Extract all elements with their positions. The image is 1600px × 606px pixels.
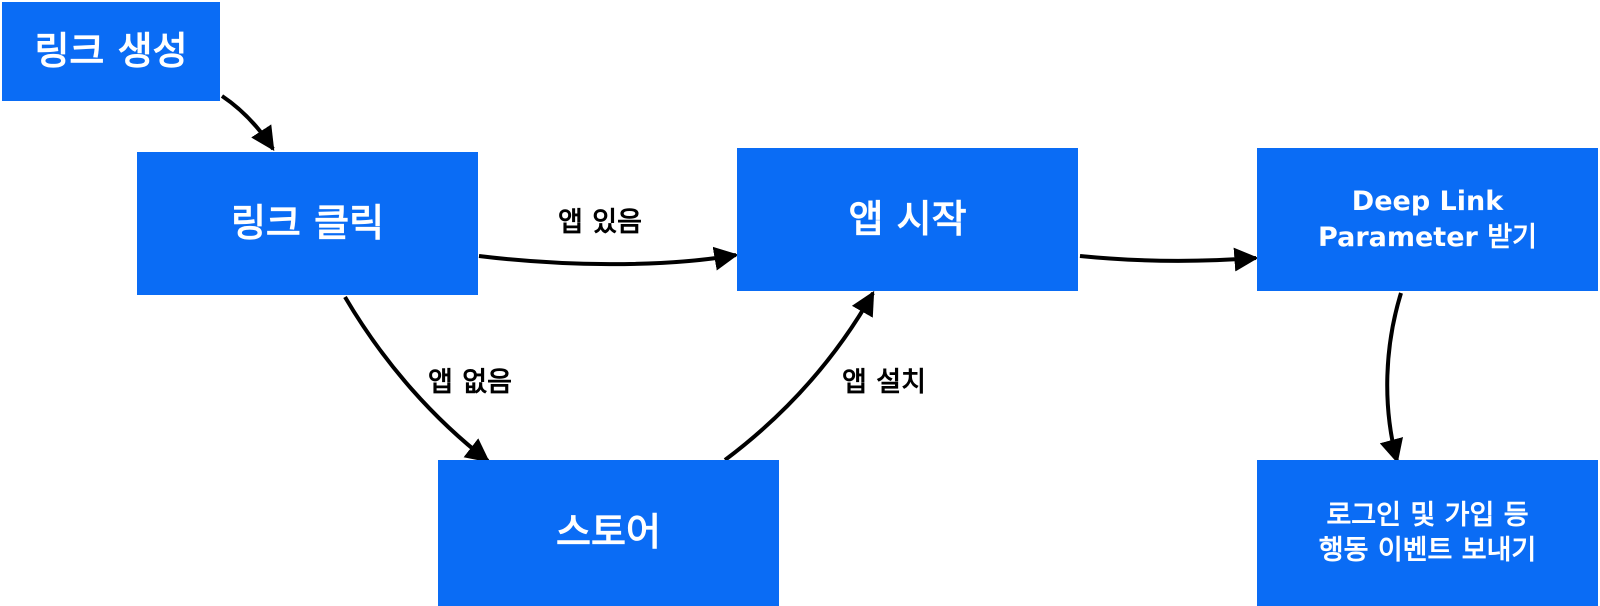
arrow-create-to-click <box>220 94 275 152</box>
node-send-event: 로그인 및 가입 등 행동 이벤트 보내기 <box>1257 460 1598 606</box>
node-store: 스토어 <box>438 460 779 606</box>
node-deeplink-line2: Parameter 받기 <box>1318 221 1537 253</box>
node-create-link: 링크 생성 <box>2 2 220 101</box>
arrow-deeplink-to-event <box>1379 292 1404 464</box>
edge-label-has-app: 앱 있음 <box>558 207 642 238</box>
node-click-link-label: 링크 클릭 <box>230 200 385 245</box>
node-app-start-label: 앱 시작 <box>848 196 967 241</box>
node-click-link: 링크 클릭 <box>137 152 478 295</box>
edge-label-no-app: 앱 없음 <box>428 367 512 398</box>
arrow-start-to-deeplink <box>1079 247 1259 272</box>
node-create-link-label: 링크 생성 <box>34 28 188 73</box>
node-app-start: 앱 시작 <box>737 148 1078 291</box>
node-deeplink-line1: Deep Link <box>1351 186 1504 218</box>
arrow-click-to-store <box>343 295 490 463</box>
edge-label-install-app: 앱 설치 <box>842 367 926 398</box>
arrow-click-to-start <box>478 246 739 271</box>
arrow-store-to-start <box>723 290 875 462</box>
node-send-event-line1: 로그인 및 가입 등 <box>1326 499 1529 531</box>
node-send-event-line2: 행동 이벤트 보내기 <box>1318 535 1537 566</box>
node-store-label: 스토어 <box>556 510 661 555</box>
node-deeplink-parameter: Deep Link Parameter 받기 <box>1257 148 1598 291</box>
